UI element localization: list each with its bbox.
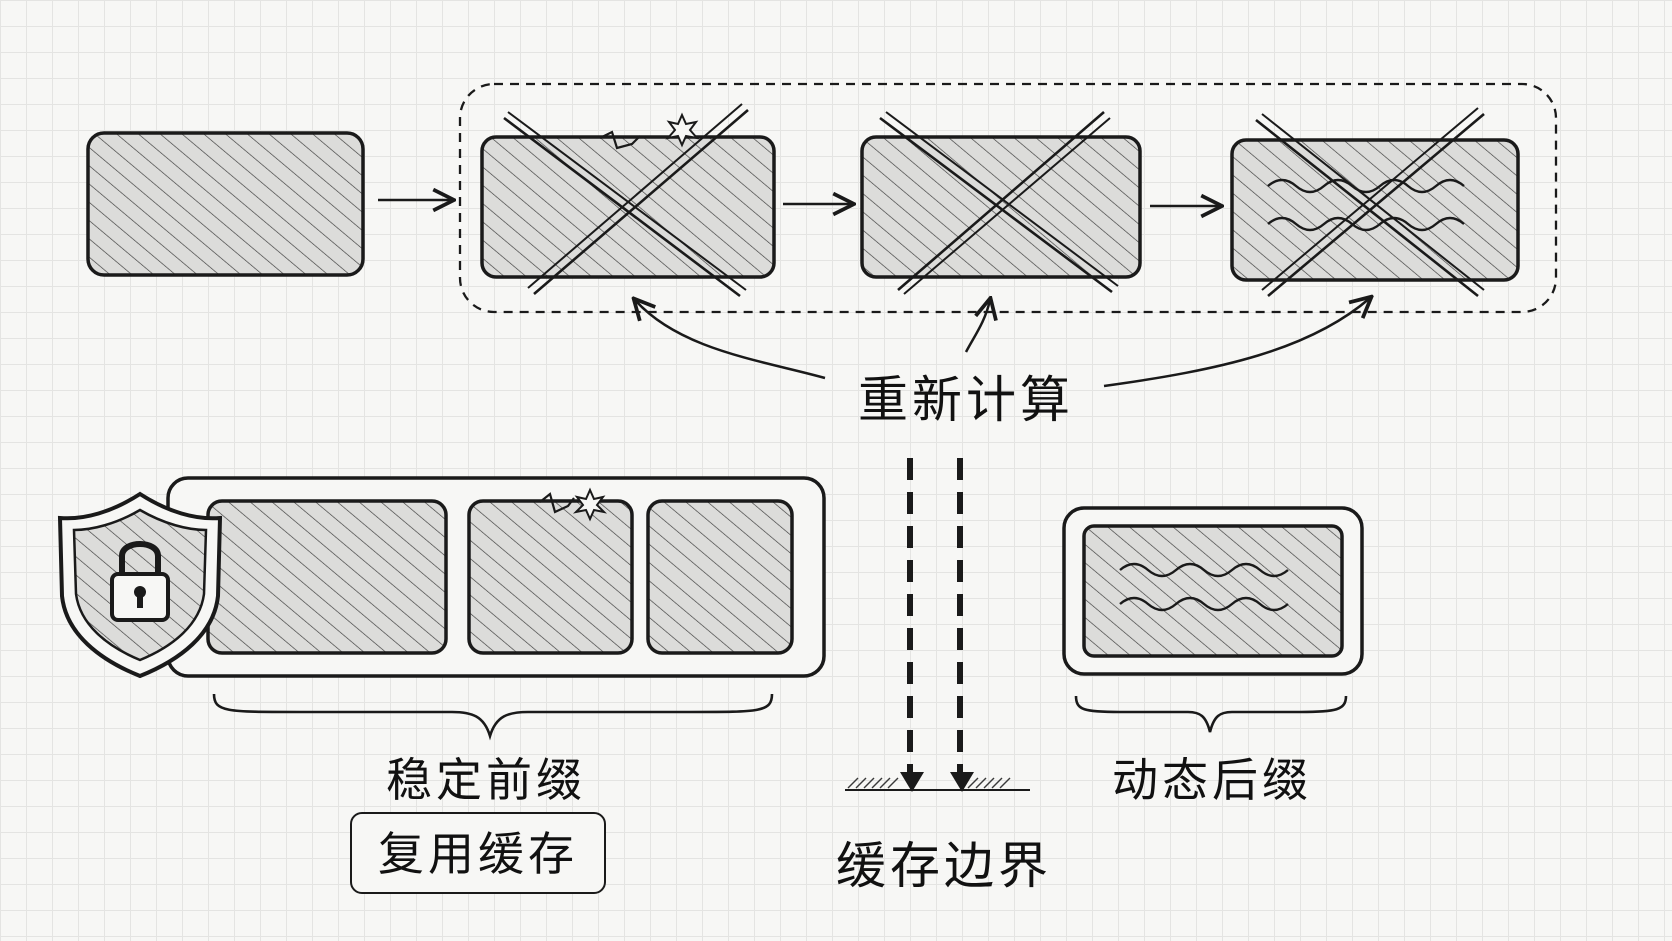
dynamic-suffix-brace (1074, 695, 1348, 733)
dynamic-suffix-label: 动态后缀 (1112, 753, 1312, 807)
prefix-block-1 (206, 499, 448, 655)
shield-lock-icon (57, 491, 223, 679)
top-block-1 (86, 131, 365, 277)
recompute-arrow-mid (964, 300, 990, 353)
prefix-block-3 (646, 499, 794, 655)
recompute-arrow-right (1103, 298, 1370, 388)
top-block-2 (480, 103, 776, 298)
cross-mark (1255, 107, 1485, 298)
reuse-cache-badge: 复用缓存 (350, 812, 606, 894)
wavy-lines-icon (1267, 178, 1465, 232)
cache-boundary-lines (845, 458, 1030, 792)
suffix-block (1082, 524, 1344, 658)
cross-mark (503, 103, 749, 298)
recompute-label: 重新计算 (858, 371, 1074, 429)
crack-spark-icon (599, 112, 700, 150)
cache-boundary-label: 缓存边界 (836, 837, 1052, 895)
cross-mark (879, 111, 1119, 295)
recompute-arrow-left (635, 300, 826, 380)
prefix-block-2 (467, 487, 634, 655)
stable-prefix-brace (212, 693, 774, 741)
stable-prefix-label: 稳定前缀 (386, 753, 586, 807)
recompute-group (458, 82, 1558, 314)
crack-spark-icon (539, 487, 608, 522)
wavy-lines-icon (1119, 562, 1289, 612)
top-block-3 (860, 111, 1142, 295)
top-block-4 (1230, 107, 1520, 298)
